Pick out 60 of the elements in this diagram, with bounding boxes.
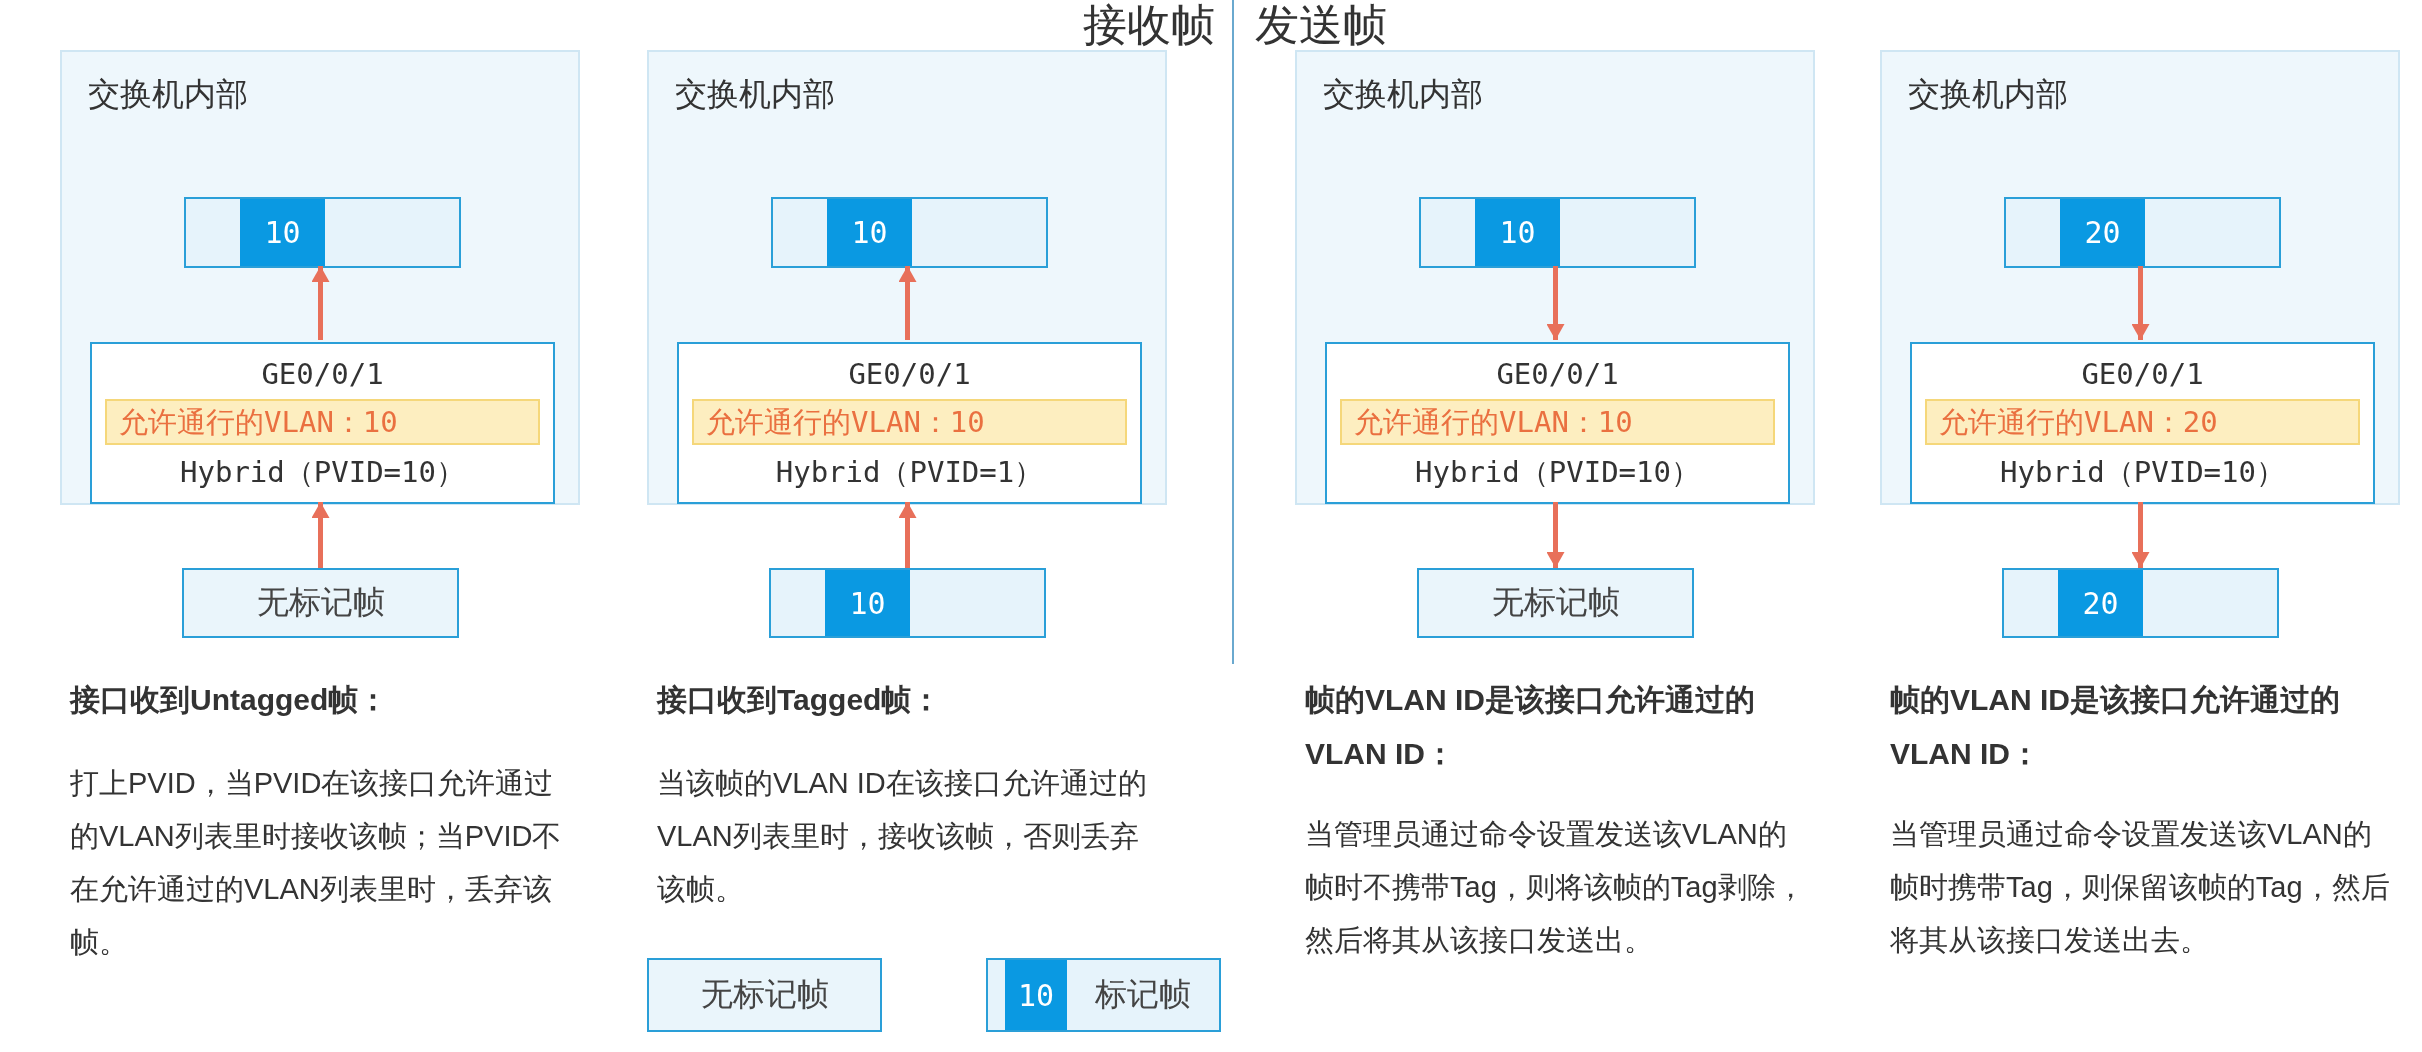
vlan-tag: 20 — [2060, 199, 2145, 266]
port-mode: Hybrid（PVID=10） — [1999, 454, 2286, 491]
switch-panel — [1295, 50, 1815, 505]
switch-panel — [647, 50, 1167, 505]
tagged-frame — [769, 568, 1046, 638]
port-mode: Hybrid（PVID=1） — [774, 454, 1045, 491]
tagged-frame — [771, 197, 1048, 268]
arrow — [1546, 266, 1565, 340]
tagged-frame — [2002, 568, 2279, 638]
port-box — [90, 342, 555, 504]
vlan-tag: 10 — [240, 199, 325, 266]
arrow — [898, 266, 917, 340]
panel-title: 交换机内部 — [675, 75, 835, 114]
description-text: 当管理员通过命令设置发送该VLAN的帧时不携带Tag，则将该帧的Tag剥除，然后将其从该接口发送出。 — [1305, 817, 1806, 958]
section-title: 接收帧 — [1083, 0, 1215, 50]
port-name: GE0/0/1 — [2080, 356, 2205, 393]
port-mode: Hybrid（PVID=10） — [179, 454, 466, 491]
arrow — [898, 502, 917, 568]
untagged-frame: 无标记帧 — [1417, 568, 1694, 638]
allowed-vlan-bar: 允许通行的VLAN：10 — [1340, 399, 1775, 445]
arrow — [2131, 266, 2150, 340]
port-name: GE0/0/1 — [847, 356, 972, 393]
description-text: 当管理员通过命令设置发送该VLAN的帧时携带Tag，则保留该帧的Tag，然后将其从该接口发送出去。 — [1890, 817, 2391, 958]
untagged-frame: 无标记帧 — [647, 958, 882, 1032]
port-box — [677, 342, 1142, 504]
arrow — [311, 502, 330, 568]
vlan-tag: 20 — [2058, 570, 2143, 636]
switch-panel — [1880, 50, 2400, 505]
description-heading: 接口收到Tagged帧： — [657, 682, 943, 718]
vlan-tag: 10 — [825, 570, 910, 636]
panel-title: 交换机内部 — [88, 75, 248, 114]
port-mode: Hybrid（PVID=10） — [1414, 454, 1701, 491]
arrow — [2131, 502, 2150, 568]
tagged-frame — [184, 197, 461, 268]
allowed-vlan-bar: 允许通行的VLAN：10 — [105, 399, 540, 445]
panel-title: 交换机内部 — [1323, 75, 1483, 114]
description-heading: 接口收到Untagged帧： — [70, 682, 390, 718]
port-name: GE0/0/1 — [260, 356, 385, 393]
untagged-frame: 无标记帧 — [182, 568, 459, 638]
port-name: GE0/0/1 — [1495, 356, 1620, 393]
tagged-frame — [1419, 197, 1696, 268]
vlan-tag: 10 — [1005, 960, 1067, 1030]
description-text: 打上PVID，当PVID在该接口允许通过的VLAN列表里时接收该帧；当PVID不在允许通过的VLAN列表里时，丢弃该帧。 — [70, 766, 563, 960]
arrow — [1546, 502, 1565, 568]
port-box — [1910, 342, 2375, 504]
description-text: 当该帧的VLAN ID在该接口允许通过的VLAN列表里时，接收该帧，否则丢弃该帧。 — [657, 766, 1148, 907]
vlan-tag: 10 — [827, 199, 912, 266]
section-title: 发送帧 — [1255, 0, 1387, 50]
panel-title: 交换机内部 — [1908, 75, 2068, 114]
legend-tagged-frame — [986, 958, 1221, 1032]
description-heading: 帧的VLAN ID是该接口允许通过的VLAN ID： — [1305, 682, 1756, 772]
vlan-tag: 10 — [1475, 199, 1560, 266]
arrow — [311, 266, 330, 340]
port-box — [1325, 342, 1790, 504]
allowed-vlan-bar: 允许通行的VLAN：10 — [692, 399, 1127, 445]
description-heading: 帧的VLAN ID是该接口允许通过的VLAN ID： — [1890, 682, 2341, 772]
tagged-frame — [2004, 197, 2281, 268]
frame-label: 标记帧 — [1095, 975, 1191, 1014]
switch-panel — [60, 50, 580, 505]
allowed-vlan-bar: 允许通行的VLAN：20 — [1925, 399, 2360, 445]
